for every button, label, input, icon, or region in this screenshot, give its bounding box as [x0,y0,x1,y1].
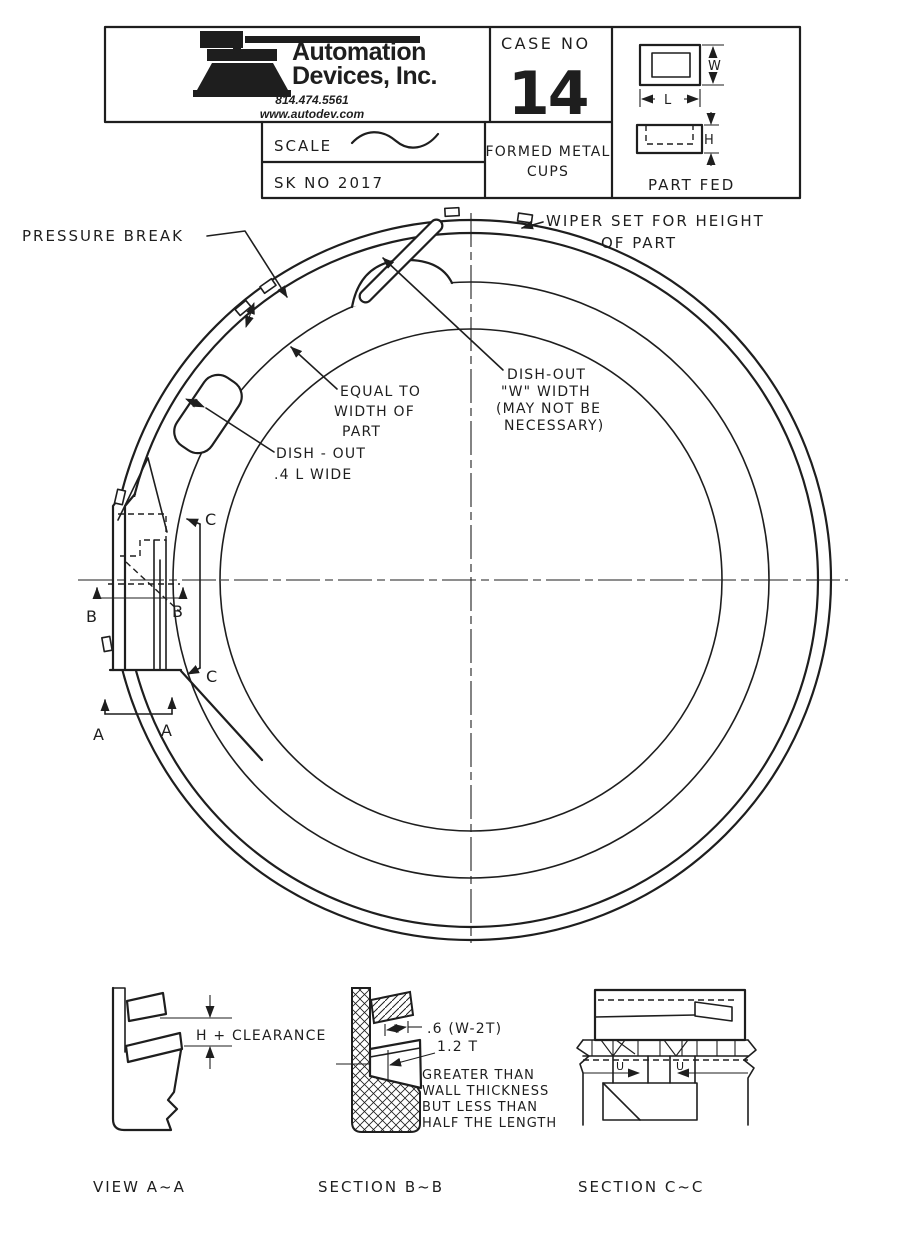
section-cc-label: SECTION C~C [578,1178,704,1196]
equal-width-line1: EQUAL TO [340,384,421,400]
part-side-view: H [635,112,719,166]
case-no-label: CASE NO [501,34,591,53]
dishout-4l-width-arrow [185,398,205,408]
pressure-break-label: PRESSURE BREAK [22,227,184,245]
dishout-w-line4: NECESSARY) [504,418,604,434]
section-bb: .6 (W-2T) 1.2 T GREATER THAN WALL THICKN… [318,987,557,1196]
wiper-leader [521,220,544,230]
dim-12t-label: 1.2 T [437,1039,478,1055]
section-cut-a: A A [93,697,177,744]
pressure-break-leader [206,230,288,298]
bowl-plan-view: PRESSURE BREAK WIPER SET FOR HEIGHT OF P… [22,206,848,943]
view-aa: H + CLEARANCE VIEW A~A [93,986,327,1196]
dishout-4l-pocket [173,373,243,455]
drawing-title-line1: FORMED METAL [485,144,610,160]
part-fed-label: PART FED [648,176,735,194]
sk-no: SK NO 2017 [274,174,384,192]
mark-a-right: A [161,721,174,740]
part-top-view: W L [638,43,724,108]
company-website: www.autodev.com [260,107,365,121]
bb-note-line3: BUT LESS THAN [422,1100,538,1115]
equal-width-leader [290,346,338,390]
dishout-w-leader [382,257,504,371]
section-cut-c: C C [186,510,220,686]
left-tooling-section [108,457,264,762]
section-cc: U U SECTION C~C [576,988,757,1196]
cc-break-right [743,1039,757,1126]
mark-b-right: B [172,602,185,621]
wiper-label-line1: WIPER SET FOR HEIGHT [546,212,765,230]
scale-tilde-mark [350,131,440,149]
rim-clamp-lugs [101,206,534,653]
company-logo-icon [193,31,420,97]
section-bb-label: SECTION B~B [318,1178,444,1196]
mark-c-bottom: C [206,667,220,686]
bb-note-line1: GREATER THAN [422,1068,535,1083]
pressure-break-width-arrow [245,302,255,328]
tooling-zone-mask [104,497,172,669]
cc-u-mark-left: U [616,1060,624,1073]
mark-a-left: A [93,725,106,744]
bb-note-line2: WALL THICKNESS [422,1084,549,1099]
title-block: Automation Devices, Inc. 814.474.5561 ww… [103,25,802,200]
equal-width-line2: WIDTH OF [334,404,415,420]
cc-u-mark-right: U [676,1060,684,1073]
dim-w2t-label: .6 (W-2T) [427,1021,502,1037]
track-exit-chute [179,669,264,762]
case-number: 14 [508,59,588,129]
equal-width-line3: PART [342,424,381,440]
h-clearance-label: H + CLEARANCE [196,1028,327,1044]
bowl-wall-section [351,987,421,1133]
view-aa-label: VIEW A~A [93,1178,186,1196]
dishout-w-line2: "W" WIDTH [501,384,591,400]
dishout-w-line3: (MAY NOT BE [496,401,601,417]
mark-c-top: C [205,510,219,529]
section-cut-b: B B [86,587,188,626]
dishout-w-line1: DISH-OUT [507,367,586,383]
company-name-line1: Automation [292,38,426,66]
dim-h-label: H [704,133,715,148]
dishout-4l-leader [205,407,275,453]
cc-break-left [576,1039,590,1126]
company-phone: 814.474.5561 [275,93,349,107]
dim-w-label: W [708,59,722,74]
bb-note-line4: HALF THE LENGTH [422,1116,557,1131]
mark-b-left: B [86,607,99,626]
dishout-4l-line1: DISH - OUT [276,446,366,462]
wiper-section [369,990,415,1025]
dim-l-label: L [664,93,672,108]
scale-label: SCALE [274,137,332,155]
wiper-label-line2: OF PART [601,234,677,252]
drawing-title-line2: CUPS [527,164,569,180]
dishout-4l-line2: .4 L WIDE [274,467,352,483]
company-name-line2: Devices, Inc. [292,62,437,90]
